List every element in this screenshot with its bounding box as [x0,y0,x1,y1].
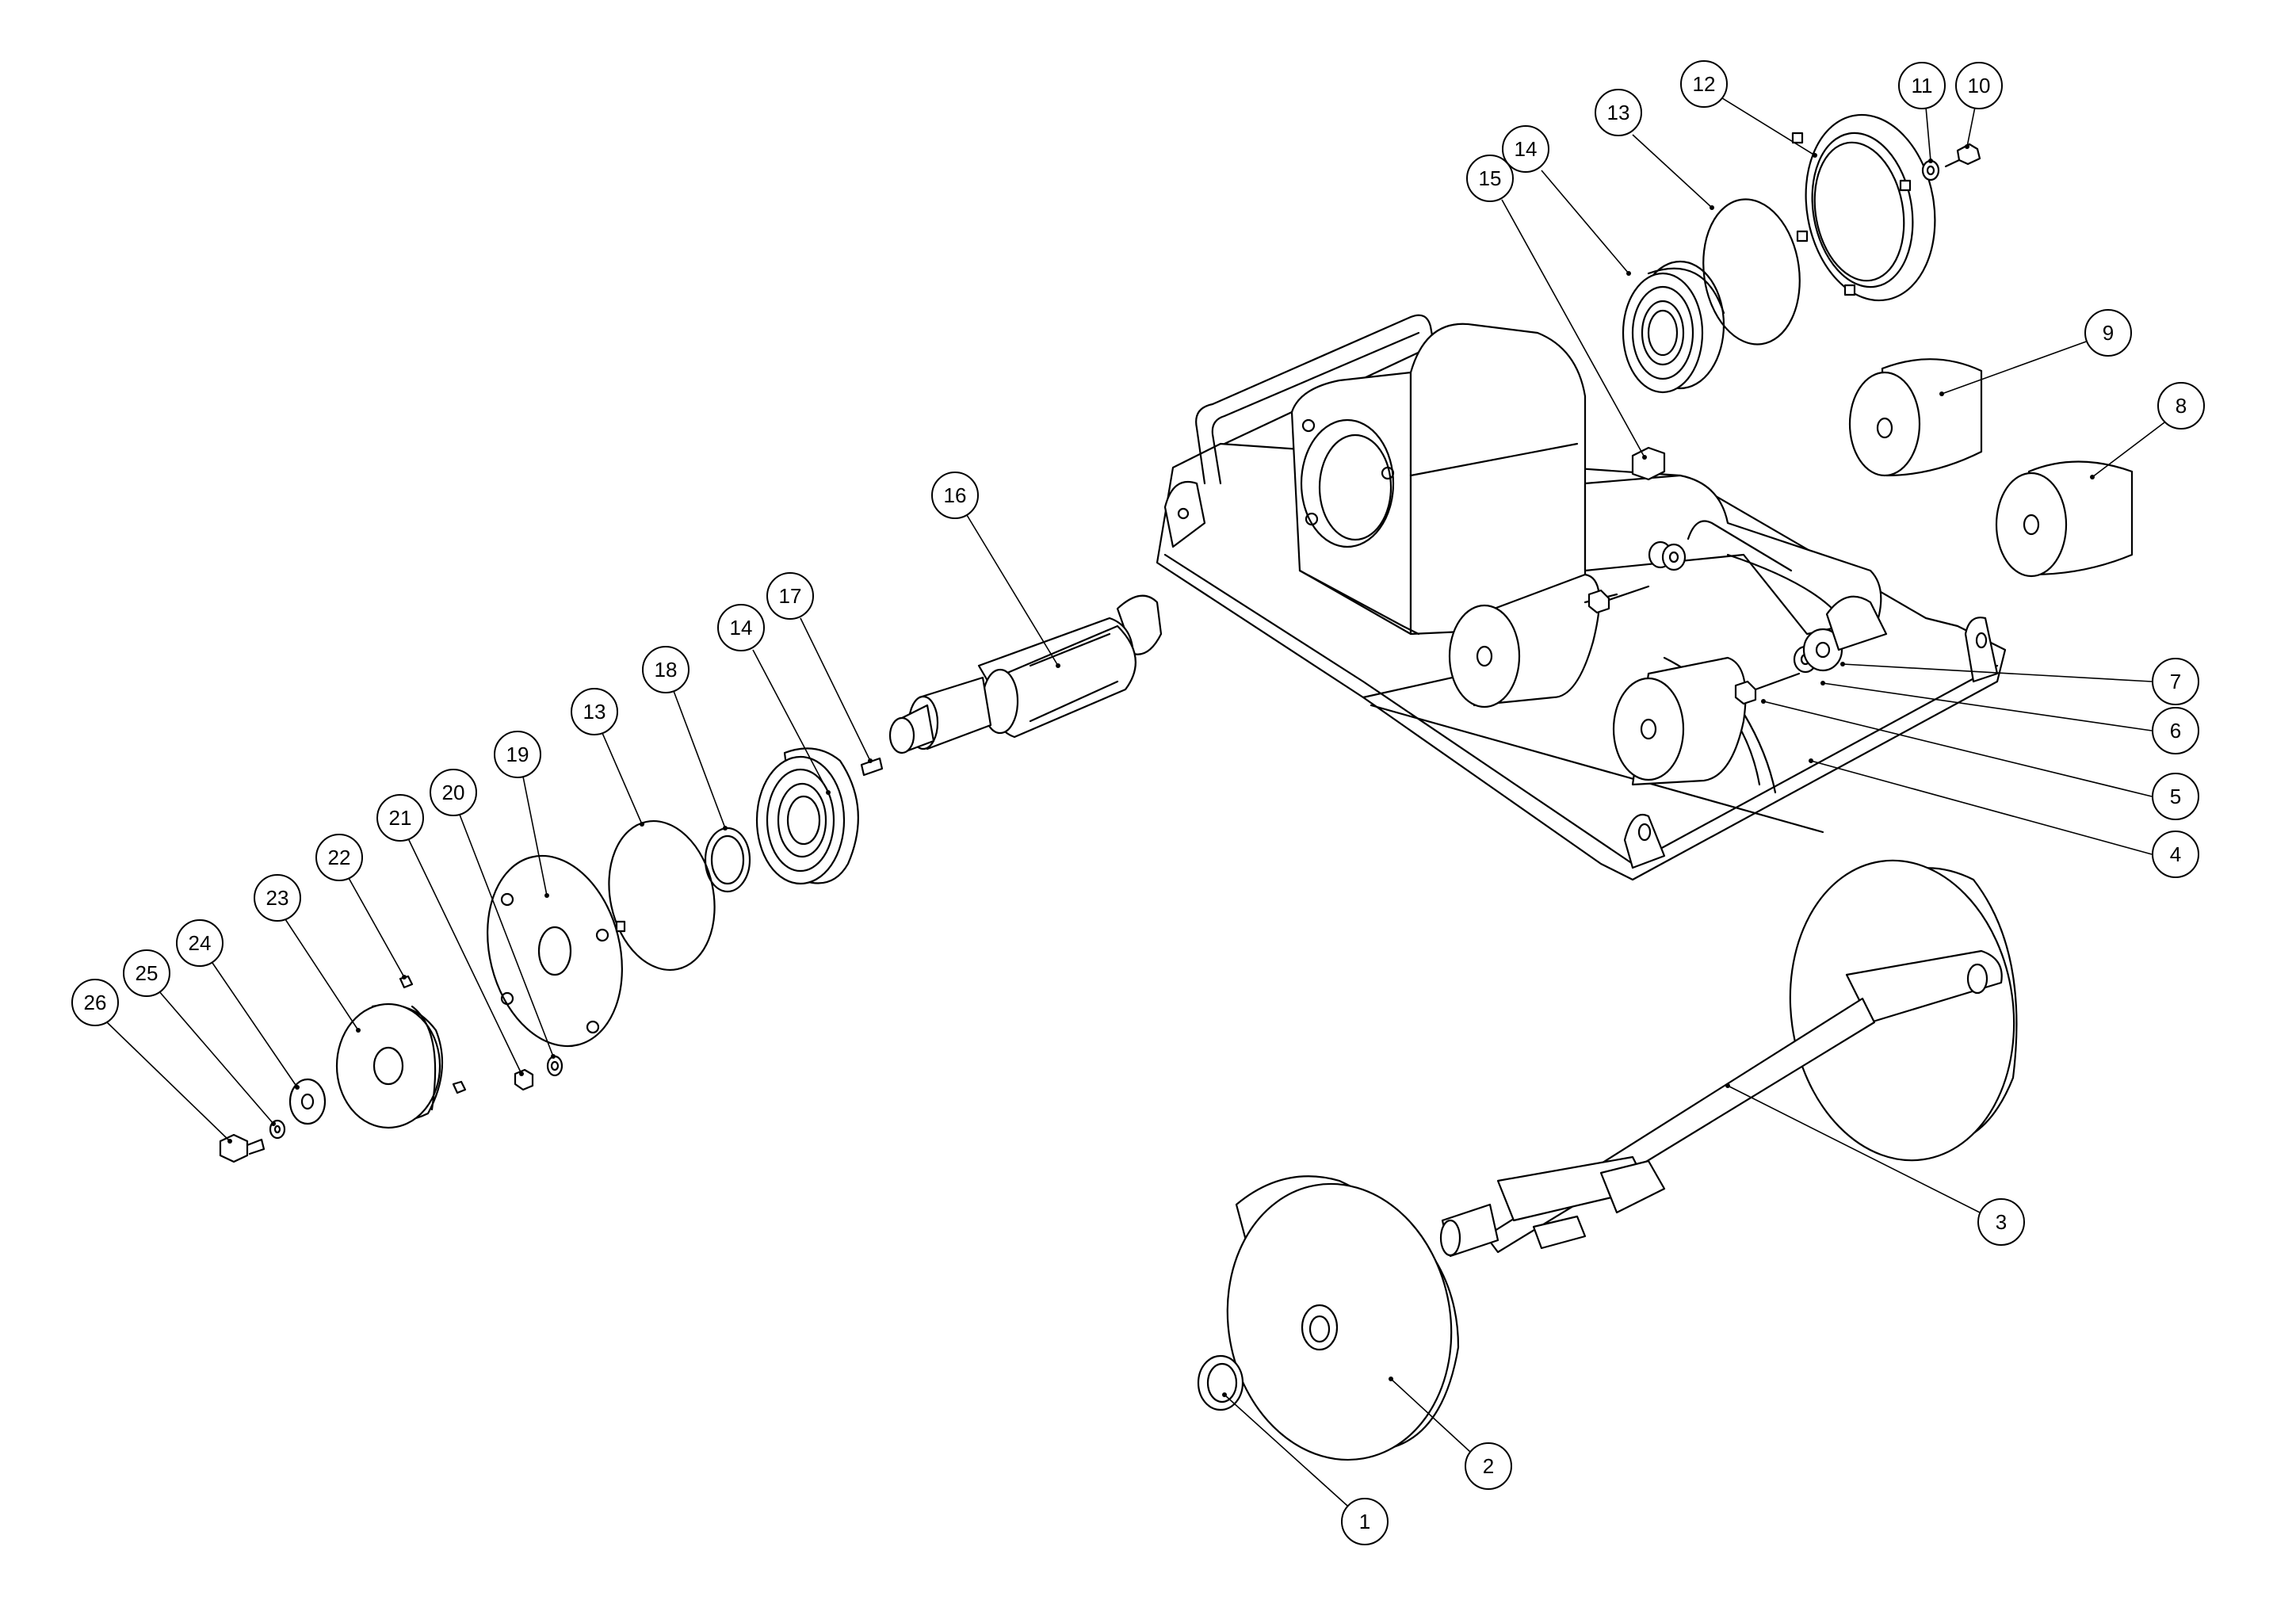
callout-1: 1 [1222,1392,1389,1545]
pulley [335,1002,444,1129]
callout-20-label: 20 [442,781,465,804]
callout-15: 15 [1466,155,1647,460]
callout-14-lower-label: 14 [730,616,753,640]
callout-13-upper-label: 13 [1607,101,1630,124]
callout-22: 22 [315,834,407,980]
shaft-key [860,757,884,777]
callout-6-label: 6 [2170,719,2181,743]
callout-18: 18 [642,646,728,831]
callout-18-label: 18 [655,658,678,682]
callout-13-lower: 13 [571,688,644,827]
cover-flange [1791,113,1936,302]
pulley-fasteners [219,1078,327,1163]
callout-3: 3 [1725,1083,2025,1246]
callout-24: 24 [176,919,300,1090]
callout-7: 7 [1840,658,2199,705]
callout-19: 19 [494,731,549,898]
callout-10-label: 10 [1968,74,1991,97]
o-ring-lower [608,819,716,972]
callout-20: 20 [430,769,556,1059]
callout-10: 10 [1955,62,2003,149]
callout-13-lower-label: 13 [583,700,606,724]
callout-3-label: 3 [1996,1210,2007,1234]
wheel [1226,1175,1460,1461]
callouts: 1 2 3 4 5 6 [71,60,2205,1545]
callout-16: 16 [931,472,1060,668]
screw-and-washer-top [1921,143,1981,181]
callout-7-label: 7 [2170,670,2181,693]
o-ring-upper [1702,198,1801,346]
bearing-upper [1622,260,1725,394]
callout-4: 4 [1809,758,2199,878]
callout-23: 23 [254,874,361,1033]
eccentric-shaft [888,594,1163,754]
callout-26-label: 26 [84,991,107,1014]
retaining-ring [1197,1354,1244,1411]
callout-4-label: 4 [2170,842,2181,866]
callout-1-label: 1 [1359,1510,1370,1533]
callout-9-label: 9 [2103,321,2114,345]
wheel-axle-assembly [1439,859,2018,1258]
callout-21: 21 [376,794,524,1076]
callout-15-label: 15 [1479,166,1502,190]
callout-16-label: 16 [944,483,967,507]
bearing-lower [755,747,859,885]
callout-11-label: 11 [1912,74,1933,97]
callout-5: 5 [1761,699,2199,820]
callout-25: 25 [123,949,276,1126]
callout-12: 12 [1680,60,1817,158]
callout-2-label: 2 [1483,1454,1494,1478]
callout-19-label: 19 [506,743,529,766]
callout-25-label: 25 [136,961,159,985]
callout-8: 8 [2090,382,2205,479]
callout-14-upper-label: 14 [1515,137,1538,161]
callout-26: 26 [71,979,232,1144]
callout-12-label: 12 [1693,72,1716,96]
callout-13-upper: 13 [1595,89,1714,210]
callout-22-label: 22 [328,846,351,869]
callout-11: 11 [1898,62,1946,163]
callout-23-label: 23 [266,886,289,910]
set-screw-2 [452,1080,467,1094]
callout-17: 17 [766,572,873,763]
callout-14-lower: 14 [717,604,831,795]
callout-17-label: 17 [779,584,802,608]
rubber-mount-8 [1995,460,2134,578]
callout-14-upper: 14 [1502,125,1631,276]
callout-2: 2 [1389,1377,1512,1490]
rubber-mount-9 [1848,358,1983,477]
callout-9: 9 [1939,309,2132,396]
bearing-cover-plate [487,854,626,1048]
callout-5-label: 5 [2170,785,2181,808]
callout-6: 6 [1820,681,2199,754]
callout-21-label: 21 [389,806,412,830]
callout-8-label: 8 [2176,394,2187,418]
callout-24-label: 24 [189,931,212,955]
base-plate-assembly [1156,314,2007,881]
